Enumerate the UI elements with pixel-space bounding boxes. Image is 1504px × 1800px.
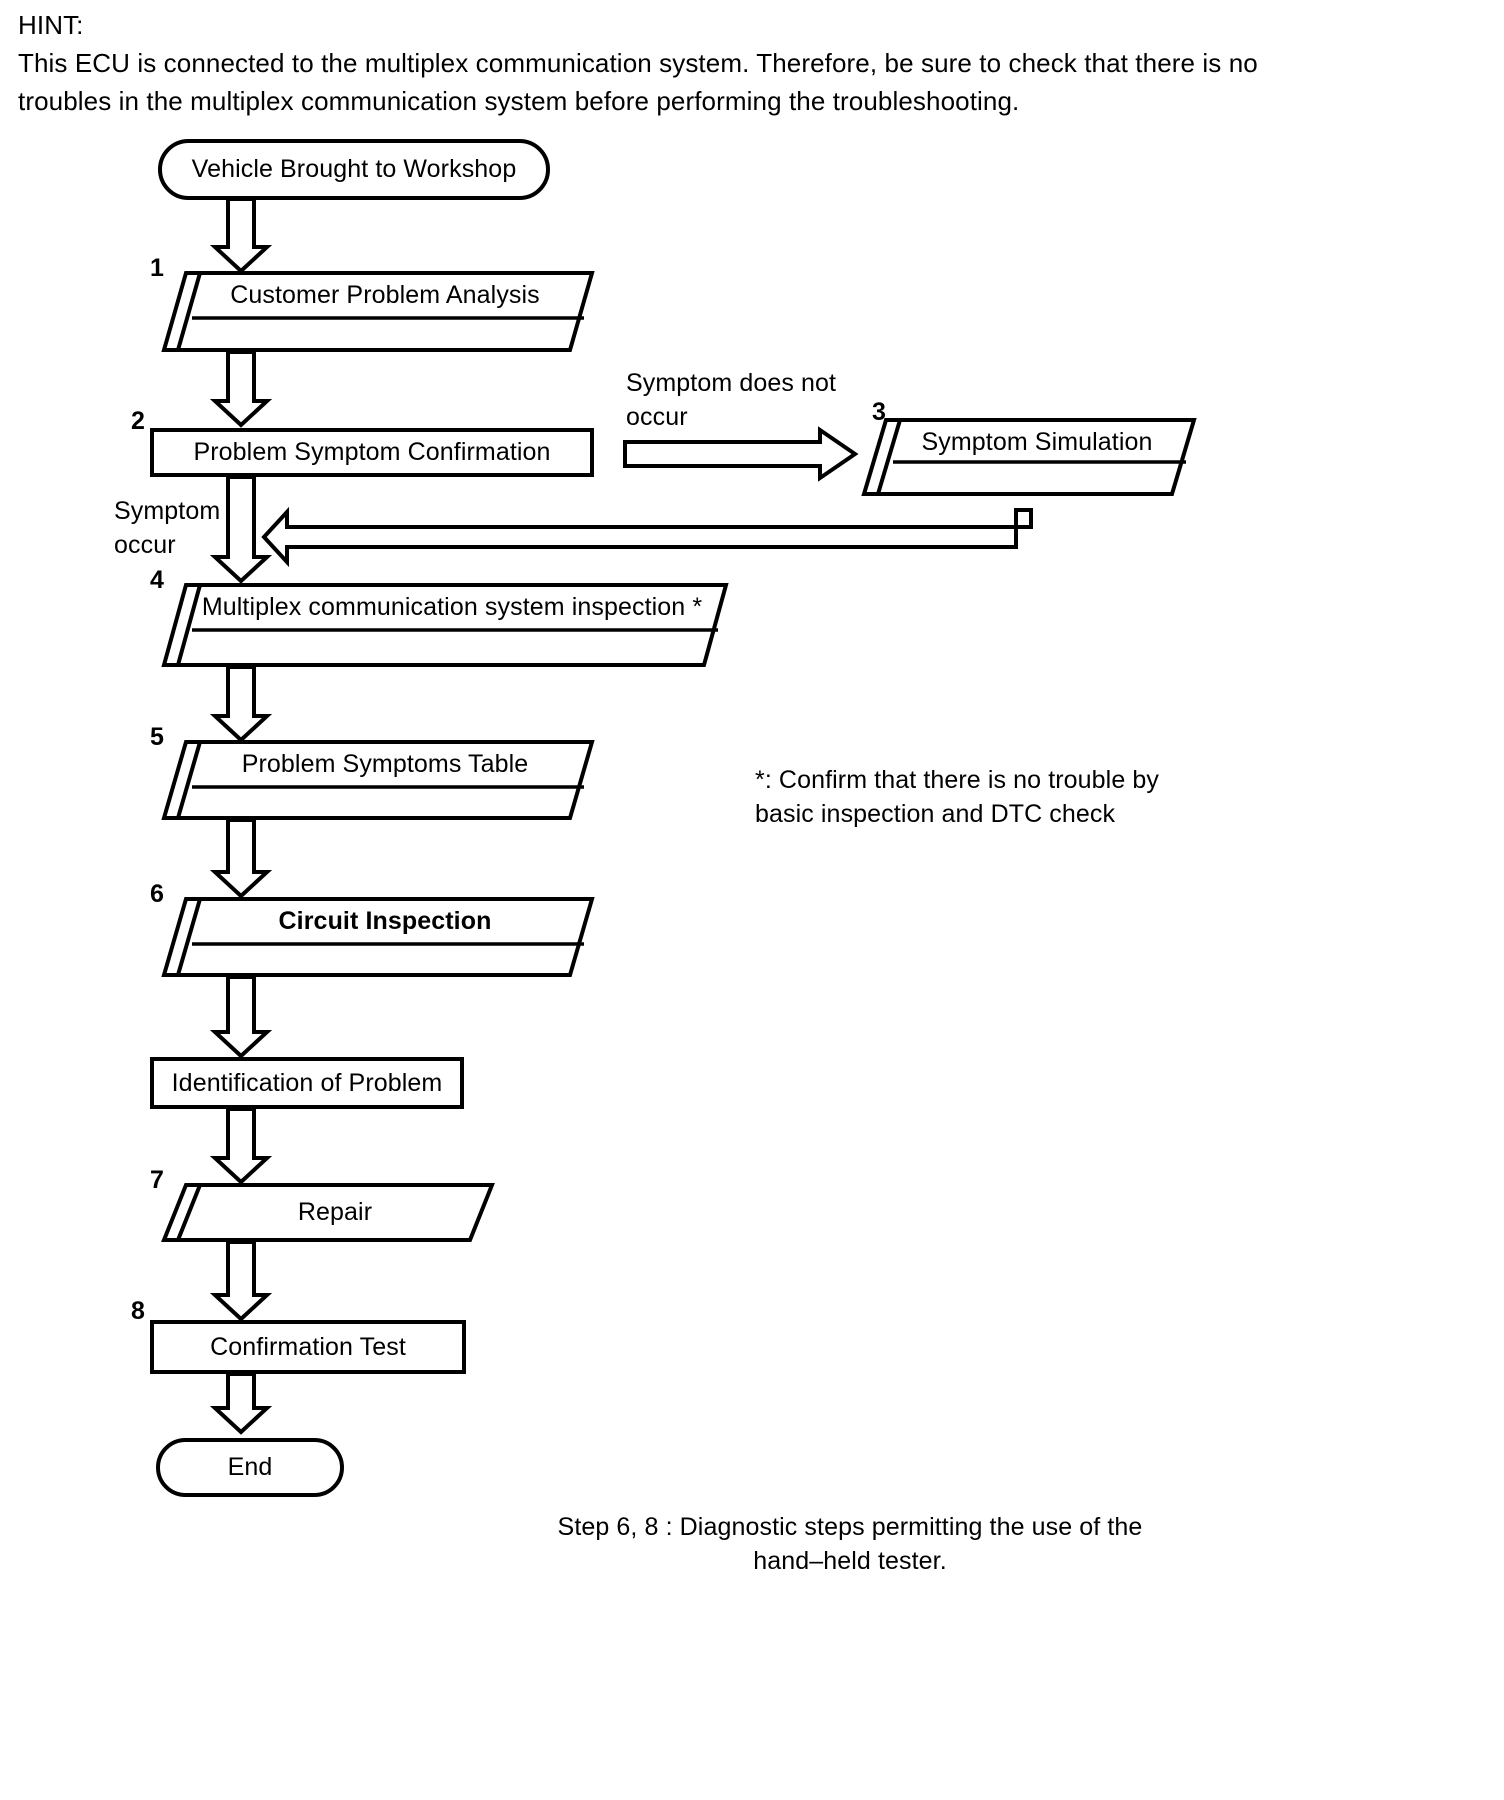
- node-2-label: Problem Symptom Confirmation: [193, 438, 551, 466]
- step-number-1: 1: [150, 254, 164, 282]
- node-8-label: Confirmation Test: [210, 1332, 406, 1361]
- node-7: Repair: [192, 1185, 478, 1240]
- step-number-7: 7: [150, 1166, 164, 1194]
- edge-label-symptom-does-not-occur: Symptom does not occur: [626, 366, 886, 434]
- node-5-shape: [161, 740, 595, 820]
- node-end: End: [158, 1440, 342, 1495]
- edge-label-line-1: Symptom does not: [626, 369, 837, 397]
- step-number-4: 4: [150, 566, 164, 594]
- node-identification: Identification of Problem: [152, 1059, 462, 1107]
- node-8: Confirmation Test: [152, 1322, 464, 1372]
- arrow-1-to-2: [209, 350, 273, 428]
- node-identification-shape: [150, 1057, 464, 1109]
- asterisk-note: *: Confirm that there is no trouble by b…: [755, 763, 1185, 831]
- footer-note: Step 6, 8 : Diagnostic steps permitting …: [430, 1510, 1270, 1578]
- edge-label-symptom-occur: Symptom occur: [114, 494, 264, 562]
- edge-label-line-2: occur: [626, 403, 688, 431]
- step-number-2: 2: [131, 407, 145, 435]
- arrow-6-to-identification: [209, 975, 273, 1059]
- arrow-4-to-5: [209, 665, 273, 743]
- arrow-8-to-end: [209, 1372, 273, 1435]
- asterisk-note-line-2: basic inspection and DTC check: [755, 800, 1116, 828]
- node-1: Customer Problem Analysis: [192, 273, 578, 318]
- node-7-shape: [161, 1183, 495, 1242]
- node-3-label: Symptom Simulation: [921, 427, 1153, 456]
- node-4-label: Multiplex communication system inspectio…: [201, 593, 703, 621]
- node-3: Symptom Simulation: [893, 420, 1181, 464]
- arrow-2-to-3: [623, 426, 859, 482]
- arrow-start-to-1: [209, 197, 273, 274]
- node-end-label: End: [227, 1453, 273, 1481]
- node-start: Vehicle Brought to Workshop: [160, 141, 548, 198]
- step-number-3: 3: [872, 398, 886, 426]
- node-8-shape: [150, 1320, 466, 1374]
- node-2-shape: [150, 428, 594, 477]
- node-start-shape: [158, 139, 550, 200]
- arrow-7-to-8: [209, 1240, 273, 1322]
- arrow-5-to-6: [209, 818, 273, 899]
- node-4-shape: [161, 583, 729, 667]
- node-4: Multiplex communication system inspectio…: [192, 585, 712, 630]
- footer-note-line-2: hand–held tester.: [753, 1547, 947, 1575]
- node-end-shape: [156, 1438, 344, 1497]
- node-3-shape: [861, 418, 1197, 496]
- arrow-return-loop: [261, 506, 1033, 568]
- node-start-label: Vehicle Brought to Workshop: [191, 155, 517, 183]
- step-number-8: 8: [131, 1297, 145, 1325]
- node-6-label: Circuit Inspection: [278, 907, 492, 935]
- node-identification-label: Identification of Problem: [171, 1068, 443, 1097]
- step-number-6: 6: [150, 880, 164, 908]
- footer-note-line-1: Step 6, 8 : Diagnostic steps permitting …: [557, 1513, 1143, 1541]
- arrow-identification-to-7: [209, 1107, 273, 1185]
- node-5-label: Problem Symptoms Table: [241, 750, 529, 778]
- node-1-shape: [161, 271, 595, 352]
- node-6: Circuit Inspection: [192, 899, 578, 944]
- node-1-label: Customer Problem Analysis: [230, 281, 540, 309]
- asterisk-note-line-1: *: Confirm that there is no trouble by: [755, 766, 1159, 794]
- node-6-shape: [161, 897, 595, 977]
- hint-body: This ECU is connected to the multiplex c…: [18, 48, 1258, 116]
- hint-block: HINT: This ECU is connected to the multi…: [18, 6, 1308, 120]
- node-5: Problem Symptoms Table: [192, 742, 578, 787]
- edge-label-line-1: Symptom: [114, 497, 221, 525]
- step-number-5: 5: [150, 723, 164, 751]
- node-2: Problem Symptom Confirmation: [152, 430, 592, 475]
- arrow-2-to-4: [209, 475, 273, 584]
- hint-title: HINT:: [18, 10, 84, 40]
- edge-label-line-2: occur: [114, 531, 176, 559]
- node-7-label: Repair: [297, 1198, 373, 1226]
